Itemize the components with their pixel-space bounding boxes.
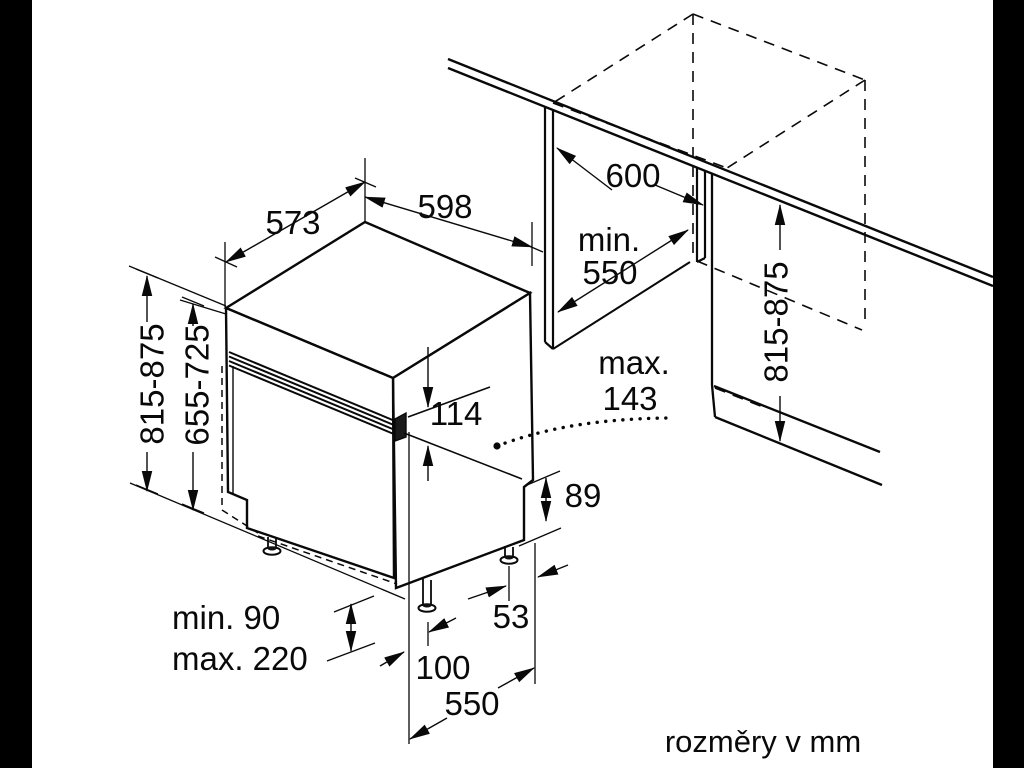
right-cabinet (710, 174, 883, 487)
label-niche-depth-min: min. (578, 221, 640, 258)
dim-line-600-right (654, 184, 704, 206)
label-plinth-min: min. 90 (172, 599, 280, 636)
leader-dotted-curve (495, 416, 670, 448)
dishwasher-front-face (224, 306, 396, 580)
label-base-depth: 550 (444, 685, 499, 722)
dim-line-573 (225, 181, 366, 263)
label-rear-step-height: 89 (565, 477, 602, 514)
door-top-edge-right-face (403, 432, 523, 480)
dim-line-53-left (467, 585, 507, 600)
label-overall-height-right: 815-875 (758, 261, 795, 382)
dim-line-598 (363, 196, 534, 248)
adjustable-feet (262, 537, 519, 613)
label-door-protrusion-max: max. (598, 344, 670, 381)
plinth-hidden-lines (221, 366, 398, 585)
control-panel-end-cap (394, 411, 407, 442)
niche-dashed-outline (552, 13, 866, 410)
dimension-lines (141, 147, 786, 740)
foot-back-right (499, 546, 519, 565)
label-door-protrusion-value: 143 (602, 380, 657, 417)
label-front-foot-offset: 100 (415, 649, 470, 686)
foot-front-right (417, 578, 437, 613)
label-overall-height-left: 815-875 (134, 323, 171, 444)
label-control-panel-height: 114 (430, 395, 483, 432)
label-rear-foot-offset: 53 (493, 598, 530, 635)
dim-line-min550 (557, 229, 689, 313)
dim-line-600-left (556, 147, 613, 191)
panel-edge-right-face (407, 386, 491, 418)
foot-front-left (262, 537, 282, 556)
label-niche-depth-value: 550 (582, 254, 637, 291)
dim-line-100-right (428, 617, 457, 633)
countertop (447, 57, 994, 288)
label-top-depth: 573 (265, 204, 320, 241)
dim-line-550-left (409, 717, 448, 740)
dim-line-100-left (379, 651, 405, 667)
door-leader (493, 416, 670, 450)
caption-units: rozměry v mm (665, 724, 861, 759)
kitchen-structure (447, 13, 994, 487)
dimension-labels: 573 598 600 min. 550 max. 143 114 89 100… (134, 157, 862, 759)
dim-line-53-right (537, 564, 569, 578)
label-niche-height: 655-725 (179, 324, 216, 445)
dishwasher (221, 220, 535, 613)
label-niche-width: 600 (605, 157, 660, 194)
control-panel-stripes (228, 351, 396, 436)
label-top-width: 598 (417, 188, 472, 225)
label-plinth-max: max. 220 (172, 640, 308, 677)
niche-left-wall (543, 107, 555, 350)
dim-line-550-right (497, 667, 535, 689)
